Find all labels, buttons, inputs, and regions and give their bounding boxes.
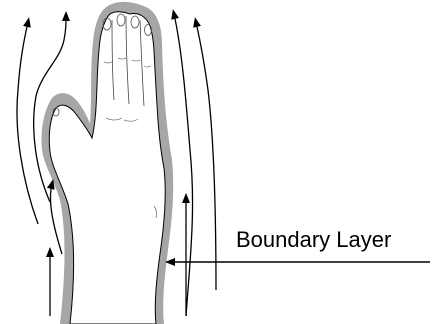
- arrow-up-icon: [17, 22, 38, 224]
- boundary-layer-label: Boundary Layer: [236, 229, 391, 251]
- flow-arrows-right: [174, 14, 216, 316]
- arrow-up-icon: [196, 22, 216, 290]
- arrow-up-icon: [174, 14, 193, 316]
